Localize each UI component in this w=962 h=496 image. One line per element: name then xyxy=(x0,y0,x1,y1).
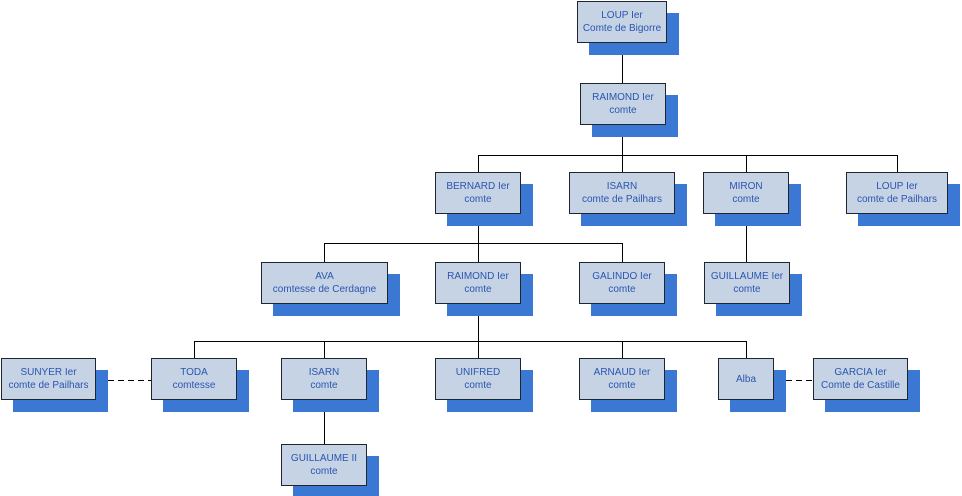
node-name: GALINDO Ier xyxy=(592,271,652,282)
node-title: comte xyxy=(464,380,492,391)
node-name: TODA xyxy=(180,367,208,378)
node-name: RAIMOND Ier xyxy=(592,92,654,103)
node-title: comtesse xyxy=(172,380,216,391)
node-title: comte xyxy=(464,284,492,295)
node-title: comte xyxy=(310,380,338,391)
node-title: Comte de Castille xyxy=(821,380,900,391)
node-name: GUILLAUME Ier xyxy=(710,271,784,282)
node-title: Comte de Bigorre xyxy=(582,23,662,34)
node-name: GUILLAUME II xyxy=(290,453,358,464)
node-title: comte xyxy=(608,284,636,295)
node-isarn-pailhars: ISARN comte de Pailhars xyxy=(569,172,687,226)
node-name: LOUP Ier xyxy=(601,10,643,21)
node-alba: Alba xyxy=(718,358,786,412)
node-raimond-ier: RAIMOND Ier comte xyxy=(580,83,678,137)
node-name: LOUP Ier xyxy=(876,181,918,192)
node-name: ISARN xyxy=(308,367,340,378)
node-raimond-ier-2: RAIMOND Ier comte xyxy=(435,262,533,316)
node-miron: MIRON comte xyxy=(703,172,801,226)
node-galindo-ier: GALINDO Ier comte xyxy=(579,262,677,316)
node-loup-ier-pailhars: LOUP Ier comte de Pailhars xyxy=(846,172,960,226)
node-isarn-comte: ISARN comte xyxy=(281,358,379,412)
node-title: comte xyxy=(608,380,636,391)
node-loup-ier-bigorre: LOUP Ier Comte de Bigorre xyxy=(577,1,679,55)
node-garcia-ier: GARCIA Ier Comte de Castille xyxy=(813,358,920,412)
node-title: comte xyxy=(732,194,760,205)
node-bernard-ier: BERNARD Ier comte xyxy=(435,172,533,226)
node-unifred: UNIFRED comte xyxy=(435,358,533,412)
node-name: ARNAUD Ier xyxy=(593,367,651,378)
node-name: ISARN xyxy=(606,181,638,192)
node-name: UNIFRED xyxy=(455,367,501,378)
node-arnaud-ier: ARNAUD Ier comte xyxy=(579,358,677,412)
node-ava: AVA comtesse de Cerdagne xyxy=(261,262,400,316)
node-name: AVA xyxy=(315,271,334,282)
node-guillaume-ii: GUILLAUME II comte xyxy=(281,444,379,496)
node-toda: TODA comtesse xyxy=(151,358,249,412)
node-title: comte xyxy=(310,466,338,477)
node-name: GARCIA Ier xyxy=(834,367,887,378)
node-sunyer-ier: SUNYER Ier comte de Pailhars xyxy=(1,358,108,412)
node-title: comte de Pailhars xyxy=(8,380,89,391)
node-name: RAIMOND Ier xyxy=(447,271,509,282)
node-name: MIRON xyxy=(729,181,763,192)
node-guillaume-ier: GUILLAUME Ier comte xyxy=(704,262,802,316)
node-title: comte de Pailhars xyxy=(581,194,663,205)
node-title: comtesse de Cerdagne xyxy=(272,284,377,295)
node-title: comte xyxy=(733,284,761,295)
node-name: SUNYER Ier xyxy=(20,367,77,378)
node-title: comte xyxy=(609,105,637,116)
node-title: comte de Pailhars xyxy=(856,194,938,205)
node-name: Alba xyxy=(735,373,756,385)
node-title: comte xyxy=(464,194,492,205)
node-name: BERNARD Ier xyxy=(446,181,510,192)
